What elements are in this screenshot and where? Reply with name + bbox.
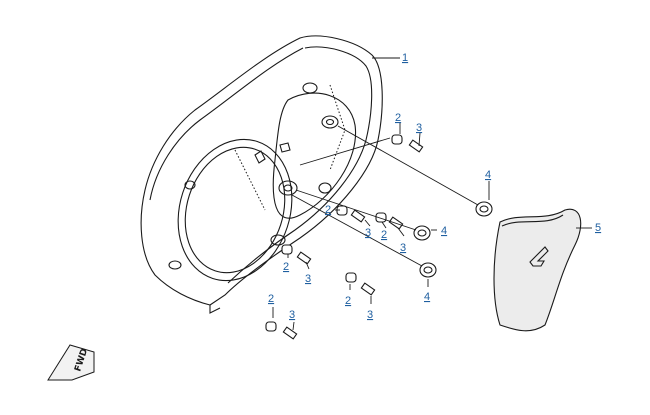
callout-1: 1 [402, 52, 408, 64]
callout-3c: 3 [400, 242, 406, 254]
bolt-a [408, 139, 424, 153]
collar-b [336, 205, 348, 216]
callout-2c: 2 [381, 229, 387, 241]
grommet-b [413, 225, 431, 241]
callout-2a: 2 [395, 112, 401, 124]
bolt-b [350, 209, 366, 223]
callout-4b: 4 [441, 225, 447, 237]
callout-2d: 2 [283, 261, 289, 273]
callout-4a: 4 [485, 169, 491, 181]
collar-c [375, 212, 387, 223]
callout-3b: 3 [365, 227, 371, 239]
callout-2e: 2 [345, 295, 351, 307]
callout-3e: 3 [367, 309, 373, 321]
collar-a [391, 134, 403, 145]
grommet-c [419, 262, 437, 278]
callout-3a: 3 [416, 122, 422, 134]
callout-labels: 1 2 3 4 5 2 3 2 3 4 2 3 2 3 4 2 3 [268, 52, 601, 321]
bolt-d [296, 251, 312, 265]
bolt-e [360, 282, 376, 296]
callout-3d: 3 [305, 273, 311, 285]
callout-2b: 2 [325, 204, 331, 216]
collar-f [265, 321, 277, 332]
callout-4c: 4 [424, 291, 430, 303]
bolt-f [282, 326, 298, 340]
panel-part [493, 208, 582, 332]
callout-leaders [272, 57, 592, 331]
fwd-indicator: FWD [47, 344, 95, 381]
cover-part [140, 35, 383, 314]
callout-2f: 2 [268, 293, 274, 305]
callout-5: 5 [595, 222, 601, 234]
grommet-a [475, 201, 493, 217]
collar-e [345, 272, 357, 283]
callout-3f: 3 [289, 309, 295, 321]
assembly-lines [291, 125, 479, 267]
collar-d [281, 244, 293, 255]
